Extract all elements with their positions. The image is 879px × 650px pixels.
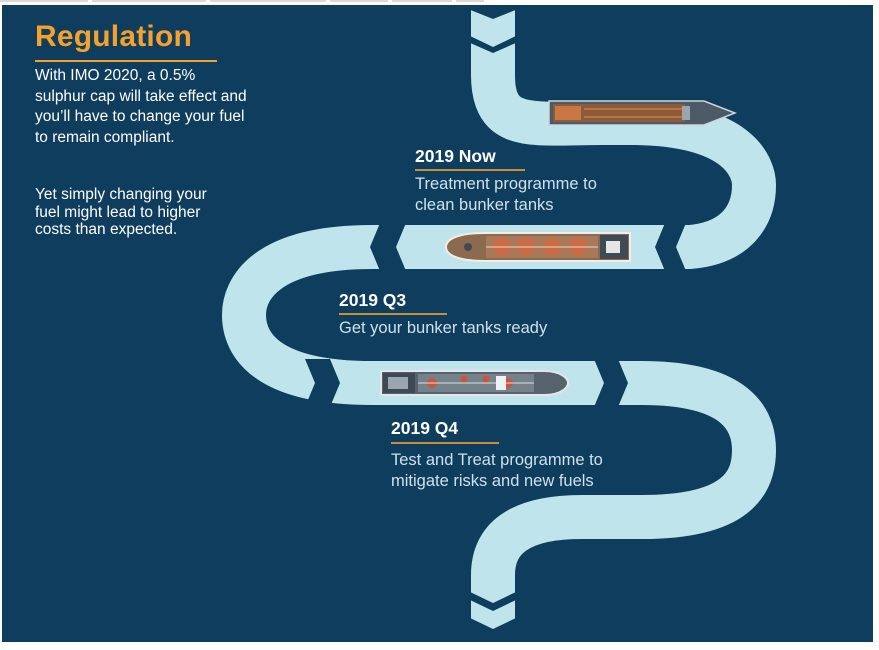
title-underline — [35, 60, 217, 62]
infographic-canvas: Regulation With IMO 2020, a 0.5% sulphur… — [2, 5, 873, 642]
milestone-title: 2019 Q4 — [391, 418, 459, 438]
intro-text: With IMO 2020, a 0.5% sulphur cap will t… — [35, 67, 247, 146]
milestone-description: Get your bunker tanks ready — [339, 319, 548, 337]
ship-2-icon — [444, 232, 631, 262]
chevron-marker — [305, 359, 340, 407]
tab-stub[interactable] — [92, 0, 206, 2]
intro-secondary-text: Yet simply changing your fuel might lead… — [35, 186, 207, 238]
page-title: Regulation — [35, 20, 192, 53]
scrollbar-gutter[interactable] — [873, 5, 879, 642]
tab-stub[interactable] — [456, 0, 484, 2]
chevron-marker — [468, 35, 518, 53]
tab-stub[interactable] — [0, 0, 88, 2]
milestone-title: 2019 Q3 — [339, 290, 407, 310]
chevron-marker — [468, 5, 518, 19]
tab-stub[interactable] — [392, 0, 452, 2]
chevron-marker — [468, 617, 518, 642]
milestone-underline — [391, 442, 499, 444]
chevron-marker — [370, 223, 406, 271]
tab-stub[interactable] — [210, 0, 326, 2]
milestone-description: Test and Treat programme to mitigate ris… — [391, 451, 603, 490]
milestone-title: 2019 Now — [415, 146, 496, 166]
ship-1-icon — [548, 100, 738, 126]
window-bottom-edge — [0, 642, 879, 650]
ship-3-icon — [380, 370, 570, 396]
milestone-underline — [415, 169, 525, 171]
milestone-underline — [339, 313, 447, 315]
roadmap-graphic — [222, 5, 776, 642]
chevron-marker — [655, 223, 686, 271]
chevron-marker — [468, 591, 518, 611]
road-chevrons — [305, 5, 686, 642]
roadmap-road — [222, 5, 776, 642]
browser-tab-strip — [0, 0, 879, 5]
milestone-description: Treatment programme to clean bunker tank… — [415, 175, 597, 214]
tab-stub[interactable] — [330, 0, 388, 2]
chevron-marker — [594, 359, 628, 407]
